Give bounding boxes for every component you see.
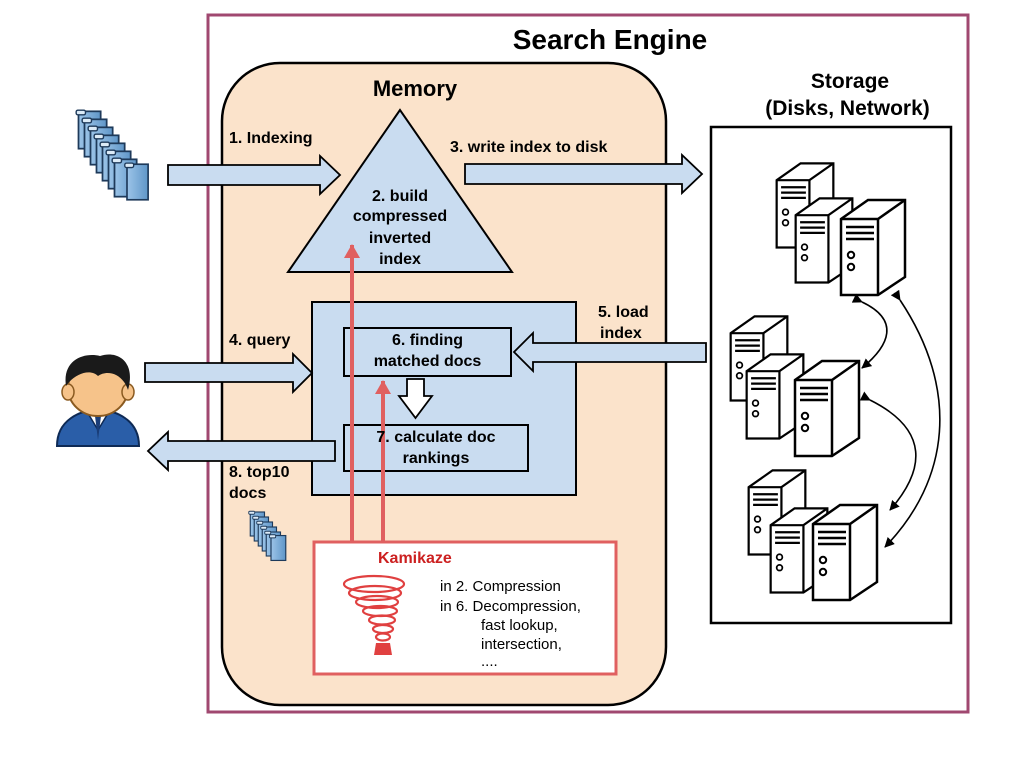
memory-title: Memory xyxy=(372,76,458,101)
index-triangle-line1: 2. build xyxy=(372,188,428,205)
load-index-label-line1: 5. load xyxy=(598,304,649,321)
matching-box-line1: 6. finding xyxy=(391,332,464,349)
user-avatar-icon xyxy=(55,354,141,447)
results-arrow xyxy=(146,429,336,473)
load-index-label-line2: index xyxy=(600,325,642,342)
matching-box-line2: matched docs xyxy=(373,353,482,370)
top10-label-line2: docs xyxy=(229,485,267,502)
ranking-box-line1: 7. calculate doc xyxy=(376,429,496,446)
documents-stack-icon xyxy=(75,109,150,202)
kamikaze-line5: .... xyxy=(481,653,498,670)
tornado-icon xyxy=(342,574,406,655)
top10-label-line1: 8. top10 xyxy=(229,464,290,481)
kamikaze-line1: in 2. Compression xyxy=(440,578,561,595)
kamikaze-line2: in 6. Decompression, xyxy=(440,598,581,615)
indexing-arrow xyxy=(167,153,342,197)
kamikaze-line3: fast lookup, xyxy=(481,617,558,634)
network-links xyxy=(851,289,941,548)
page-title: Search Engine xyxy=(512,24,708,55)
query-label: 4. query xyxy=(229,332,291,349)
ranking-box xyxy=(343,424,529,472)
write-index-arrow xyxy=(464,152,704,196)
storage-subtitle: (Disks, Network) xyxy=(765,97,930,120)
kamikaze-title: Kamikaze xyxy=(378,550,452,567)
indexing-label: 1. Indexing xyxy=(229,130,313,147)
index-triangle xyxy=(286,108,514,273)
ranking-box-line2: rankings xyxy=(402,450,470,467)
storage-title: Storage xyxy=(810,70,890,93)
down-arrow xyxy=(397,378,434,420)
query-arrow xyxy=(144,351,314,395)
kamikaze-line4: intersection, xyxy=(481,636,562,653)
index-triangle-line2: compressed xyxy=(352,208,448,225)
write-index-label: 3. write index to disk xyxy=(450,139,608,156)
index-triangle-line3: inverted xyxy=(368,230,432,247)
load-index-arrow xyxy=(512,330,707,374)
index-triangle-line4: index xyxy=(379,251,421,268)
matching-box xyxy=(343,327,512,377)
